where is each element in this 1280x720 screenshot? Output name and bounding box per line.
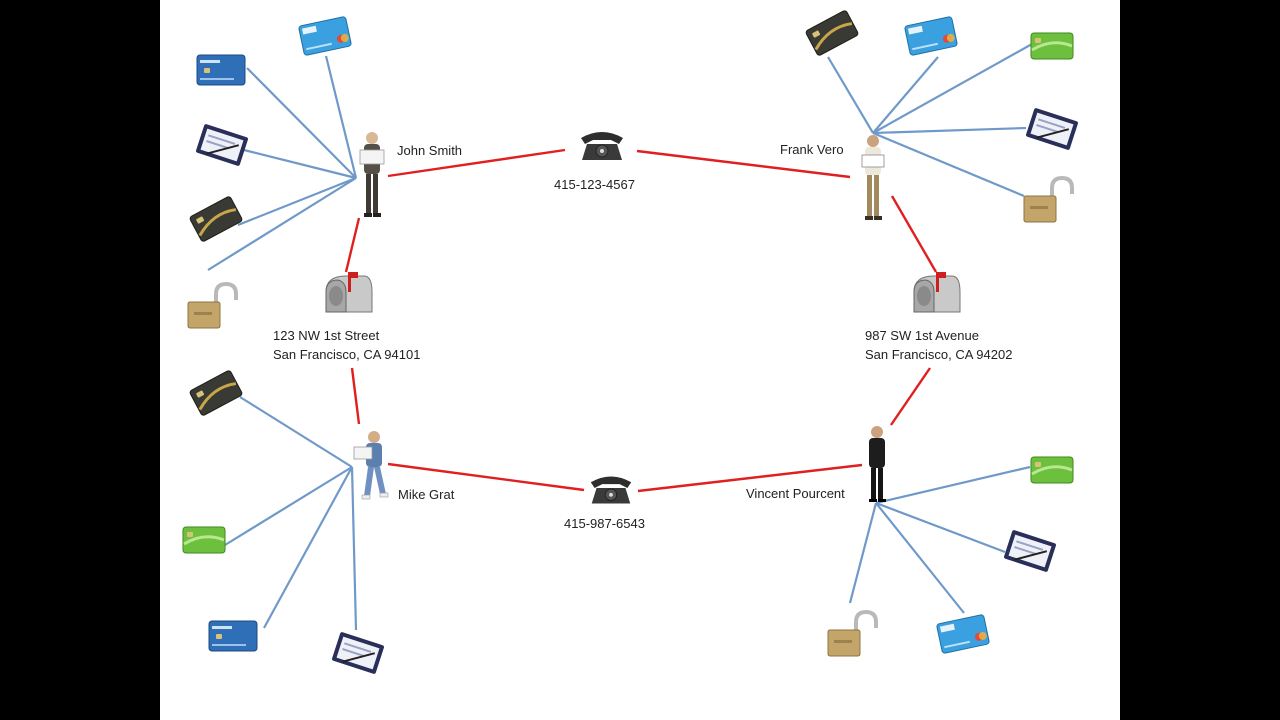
asset-link [324,55,358,179]
padlock-icon[interactable] [186,282,238,330]
phone-number-label: 415-987-6543 [564,516,645,531]
address-line-1: 123 NW 1st Street [273,328,380,343]
asset-link [350,466,358,631]
relation-link [637,463,863,493]
gold-card-icon[interactable] [188,194,244,243]
relation-link [387,462,585,492]
asset-link [875,465,1031,505]
address-line-1: 987 SW 1st Avenue [865,328,979,343]
person-icon[interactable] [352,430,392,500]
gold-card-icon[interactable] [188,368,244,417]
checkbook-icon[interactable] [330,629,386,676]
asset-link [243,148,357,180]
person-icon[interactable] [862,425,892,503]
asset-link [872,56,939,134]
asset-link [246,67,357,179]
diagram-canvas: John Smith Frank Vero Mike Grat [160,0,1120,720]
checkbook-icon[interactable] [194,121,250,168]
phone-number-label: 415-123-4567 [554,177,635,192]
relation-link [344,217,361,273]
relation-link [890,195,938,273]
telephone-icon[interactable] [575,128,629,162]
asset-link [827,56,874,134]
asset-link [224,466,353,546]
relation-link [350,367,361,425]
relation-link [890,367,931,426]
checkbook-icon[interactable] [1024,105,1080,152]
address-line-2: San Francisco, CA 94101 [273,347,421,362]
address-label: 987 SW 1st Avenue San Francisco, CA 9420… [865,326,1012,364]
telephone-icon[interactable] [585,472,637,506]
padlock-icon[interactable] [1022,176,1074,224]
green-card-icon[interactable] [1030,32,1074,60]
relation-link [387,148,566,178]
blue-card-icon[interactable] [196,54,246,86]
person-name-label: Mike Grat [398,487,455,502]
padlock-icon[interactable] [826,610,878,658]
gold-card-icon[interactable] [804,8,860,57]
blue-card-icon[interactable] [903,15,959,57]
asset-link [872,43,1033,134]
mailbox-icon[interactable] [908,270,964,318]
person-name-label: Frank Vero [780,142,844,157]
asset-link [872,131,1025,198]
person-name-label: John Smith [397,143,463,158]
asset-link [848,502,878,604]
person-name-label: Vincent Pourcent [746,486,845,501]
asset-link [263,466,353,629]
person-icon[interactable] [356,130,388,218]
mailbox-icon[interactable] [320,270,376,318]
address-label: 123 NW 1st Street San Francisco, CA 9410… [273,326,420,364]
checkbook-icon[interactable] [1002,527,1058,574]
asset-link [875,502,965,614]
address-line-2: San Francisco, CA 94202 [865,347,1013,362]
link-layer [207,43,1033,631]
person-icon[interactable] [857,133,889,221]
green-card-icon[interactable] [182,526,226,554]
blue-card-icon[interactable] [297,15,353,57]
green-card-icon[interactable] [1030,456,1074,484]
blue-card-icon[interactable] [935,613,991,655]
asset-link [872,126,1027,135]
asset-link [239,396,353,468]
asset-link [875,501,1006,554]
asset-link [237,176,357,227]
blue-card-icon[interactable] [208,620,258,652]
asset-link [207,177,357,271]
relation-link [636,149,851,179]
